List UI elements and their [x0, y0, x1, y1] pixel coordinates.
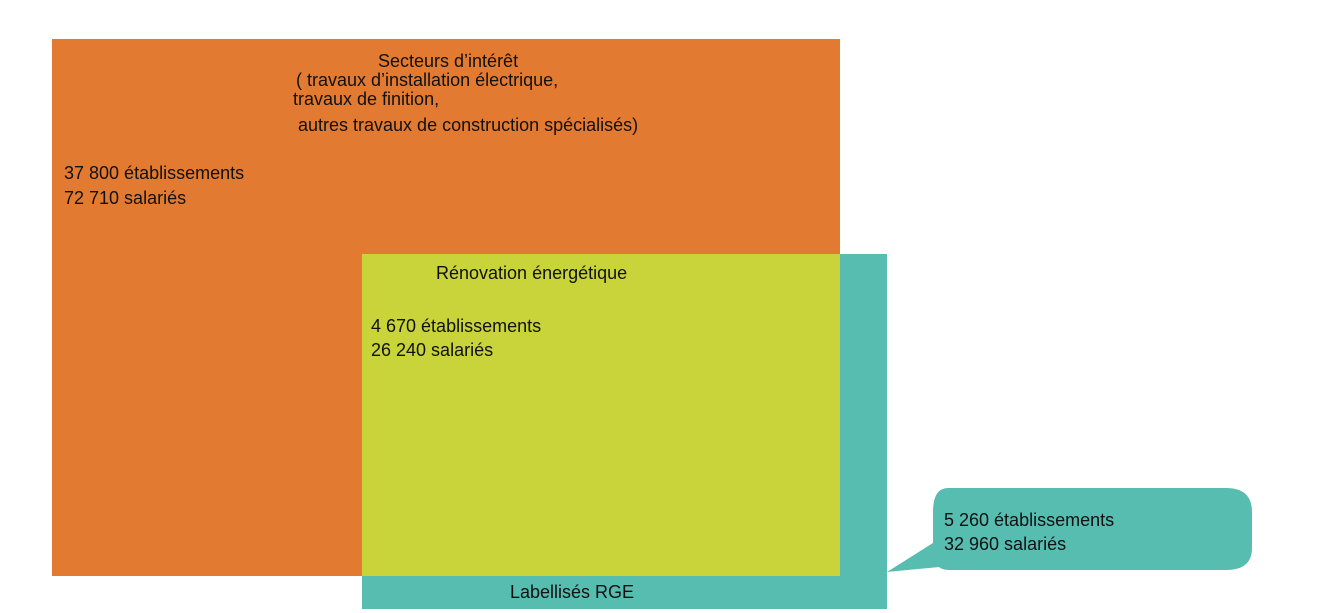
renovation-salaries: 26 240 salariés	[371, 340, 494, 360]
labellises-rge-etablissements: 5 260 établissements	[944, 510, 1115, 530]
secteurs-title-line1: Secteurs d’intérêt	[378, 51, 519, 71]
secteurs-etablissements: 37 800 établissements	[64, 163, 245, 183]
secteurs-title-line3: travaux de finition,	[293, 89, 440, 109]
secteurs-salaries: 72 710 salariés	[64, 188, 187, 208]
secteurs-title-line4: autres travaux de construction spécialis…	[298, 115, 639, 135]
labellises-rge-salaries: 32 960 salariés	[944, 534, 1067, 554]
renovation-etablissements: 4 670 établissements	[371, 316, 542, 336]
renovation-title: Rénovation énergétique	[436, 263, 628, 283]
secteurs-title-line2: ( travaux d’installation électrique,	[296, 70, 559, 90]
renovation-energetique-box	[362, 254, 840, 576]
callout-bubble	[933, 488, 1252, 570]
labellises-rge-label: Labellisés RGE	[510, 582, 635, 602]
